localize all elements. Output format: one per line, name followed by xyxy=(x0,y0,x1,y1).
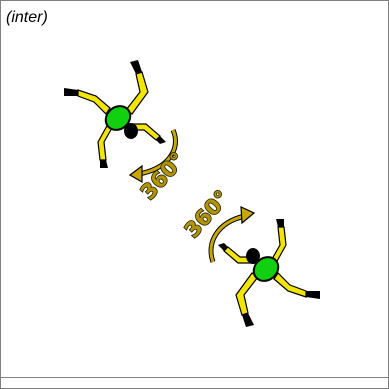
skydiver-figure-bottom xyxy=(217,218,321,328)
skydiver-figure-top xyxy=(63,59,167,169)
bottom-divider xyxy=(0,377,389,378)
rotation-arrow-bottom xyxy=(208,206,256,263)
figure-caption: (inter) xyxy=(6,9,48,26)
rotation-label-bottom: 360° xyxy=(180,186,234,242)
rotation-arrow-top xyxy=(128,128,178,184)
rotation-label-top: 360° xyxy=(136,148,190,204)
